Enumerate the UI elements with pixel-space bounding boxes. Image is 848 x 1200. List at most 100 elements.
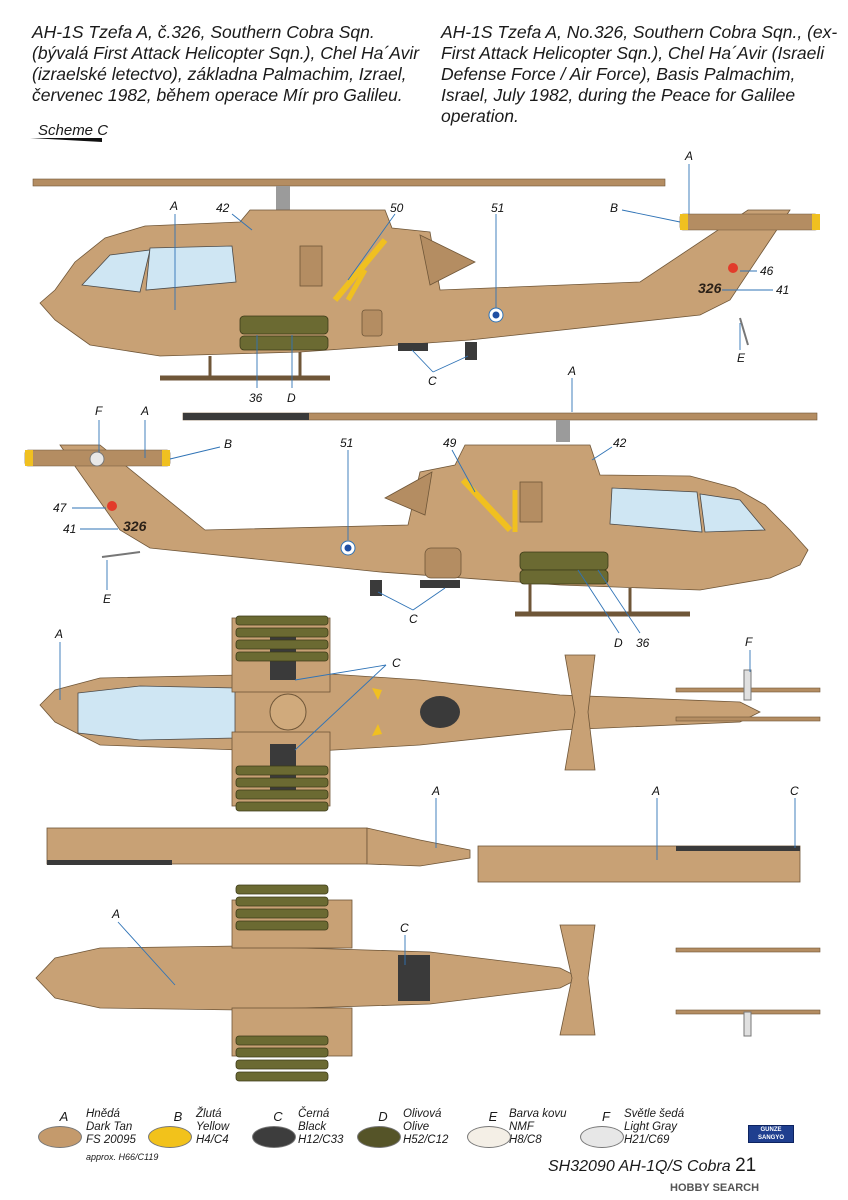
tail-skid (739, 317, 749, 346)
caption-line: AH-1S Tzefa A, č.326, Southern Cobra Sqn… (32, 22, 375, 42)
rotor-hub (269, 693, 307, 731)
tow-launcher (239, 335, 329, 351)
access-panel (361, 309, 383, 337)
callout-label: 41 (63, 522, 76, 536)
tail-rotor-hub (89, 451, 105, 467)
legend-name: Světle šedá Light Gray H21/C69 (624, 1108, 685, 1146)
callout-label: A (567, 364, 576, 378)
canopy (77, 685, 236, 741)
callout-label: C (428, 374, 437, 388)
callout-label: A (431, 784, 440, 798)
tail-rotor-hub (743, 669, 752, 701)
caption-line: AH-1S Tzefa A, No.326, Southern Cobra Sq… (441, 22, 838, 42)
bottom-view: A C (35, 884, 821, 1082)
squadron-badge (728, 263, 738, 273)
ammo-chute (370, 580, 382, 596)
callout-label: C (409, 612, 418, 626)
legend-note: approx. H66/C119 (86, 1152, 159, 1162)
rear-canopy (609, 487, 703, 533)
callout-label: E (737, 351, 746, 365)
legend-name: Hnědá Dark Tan FS 20095 approx. H66/C119 (86, 1108, 159, 1162)
footer-title: SH32090 AH-1Q/S Cobra (548, 1158, 731, 1175)
tail-rotor (679, 213, 819, 231)
callout-label: B (224, 437, 232, 451)
swatch-dark-tan (38, 1126, 82, 1148)
callout-label: 41 (776, 283, 789, 297)
yellow-stripe (345, 268, 368, 302)
horizontal-stabilizer (559, 924, 596, 1036)
tail-rotor (675, 947, 821, 953)
rotor-blade-left (46, 827, 368, 865)
black-panel (398, 343, 428, 351)
legend-name: Barva kovu NMF H8/C8 (509, 1108, 567, 1146)
top-view: A C F (39, 615, 821, 812)
front-canopy (699, 493, 766, 533)
callout-label: E (103, 592, 112, 606)
legend-letter: A (59, 1109, 69, 1124)
tail-skid (101, 551, 141, 558)
swatch-nmf (467, 1126, 511, 1148)
callout-label: D (287, 391, 296, 405)
callout-label: A (111, 907, 120, 921)
engine-intake (419, 234, 476, 286)
serial-number: 326 (123, 518, 147, 534)
squadron-badge (107, 501, 117, 511)
callout-label: F (745, 635, 753, 649)
callout-label: 49 (443, 436, 457, 450)
fuselage (59, 444, 809, 591)
caption-line: First Attack Helicopter Sqn.), Chel Ha´A… (441, 43, 825, 63)
caption-line: (bývalá First Attack Helicopter Sqn.), C… (32, 43, 420, 63)
callout-label: 51 (340, 436, 353, 450)
serial-number: 326 (698, 280, 722, 296)
yellow-stripe (460, 477, 513, 533)
exhaust-outlet (420, 696, 460, 728)
gunze-sangyo-logo: GUNZE SANGYO (748, 1125, 794, 1143)
rotor-strip-view: A A C (46, 784, 801, 883)
main-rotor-blade (32, 178, 666, 187)
callout-label: 50 (390, 201, 404, 215)
callout-label: 51 (491, 201, 504, 215)
legend-letter: F (602, 1109, 610, 1124)
caption-line: červenec 1982, během operace Mír pro Gal… (32, 85, 403, 105)
page-number: 21 (735, 1155, 757, 1176)
callout-label: C (790, 784, 799, 798)
callout-label: 42 (216, 201, 230, 215)
callout-label: F (95, 404, 103, 418)
callout-label: 46 (760, 264, 774, 278)
tail-rotor-hub (743, 1011, 752, 1037)
callout-label: A (169, 199, 178, 213)
fuselage (35, 945, 581, 1011)
callout-label: A (684, 149, 693, 163)
caption-line: Israel, July 1982, during the Peace for … (441, 85, 796, 105)
side-view-left: 326 A F A B 51 49 42 47 41 E C D 36 (24, 364, 818, 650)
access-panel (424, 547, 462, 579)
callout-label: 36 (636, 636, 650, 650)
black-panel (398, 955, 430, 1001)
exhaust-grille (299, 245, 323, 287)
yellow-stripe (332, 238, 388, 302)
legend-name: Černá Black H12/C33 (298, 1108, 344, 1146)
tail-rotor (675, 716, 821, 722)
swatch-olive (357, 1126, 401, 1148)
caption-line: (izraelské letectvo), základna Palmachim… (32, 64, 407, 84)
callout-label: A (651, 784, 660, 798)
legend-letter: E (488, 1109, 498, 1124)
legend-name: Žlutá Yellow H4/C4 (196, 1108, 230, 1146)
swatch-black (252, 1126, 296, 1148)
exhaust-grille (519, 481, 543, 523)
caption-czech: AH-1S Tzefa A, č.326, Southern Cobra Sqn… (32, 22, 420, 106)
swatch-yellow (148, 1126, 192, 1148)
engine-intake (384, 471, 433, 516)
rear-canopy (145, 245, 237, 291)
side-view-right: 326 A 42 50 51 A B 46 41 E C 36 D (32, 149, 820, 405)
swatch-light-gray (580, 1126, 624, 1148)
rocket-pod (519, 551, 609, 571)
legend-name: Olivová Olive H52/C12 (403, 1108, 449, 1146)
caption-english: AH-1S Tzefa A, No.326, Southern Cobra Sq… (441, 22, 838, 127)
rotor-mast (276, 186, 290, 210)
page-footer: SH32090 AH-1Q/S Cobra 21 (548, 1155, 756, 1177)
callout-label: 47 (53, 501, 68, 515)
scheme-label: Scheme C (38, 122, 109, 139)
caption-line: Defense Force / Air Force), Basis Palmac… (441, 64, 796, 84)
